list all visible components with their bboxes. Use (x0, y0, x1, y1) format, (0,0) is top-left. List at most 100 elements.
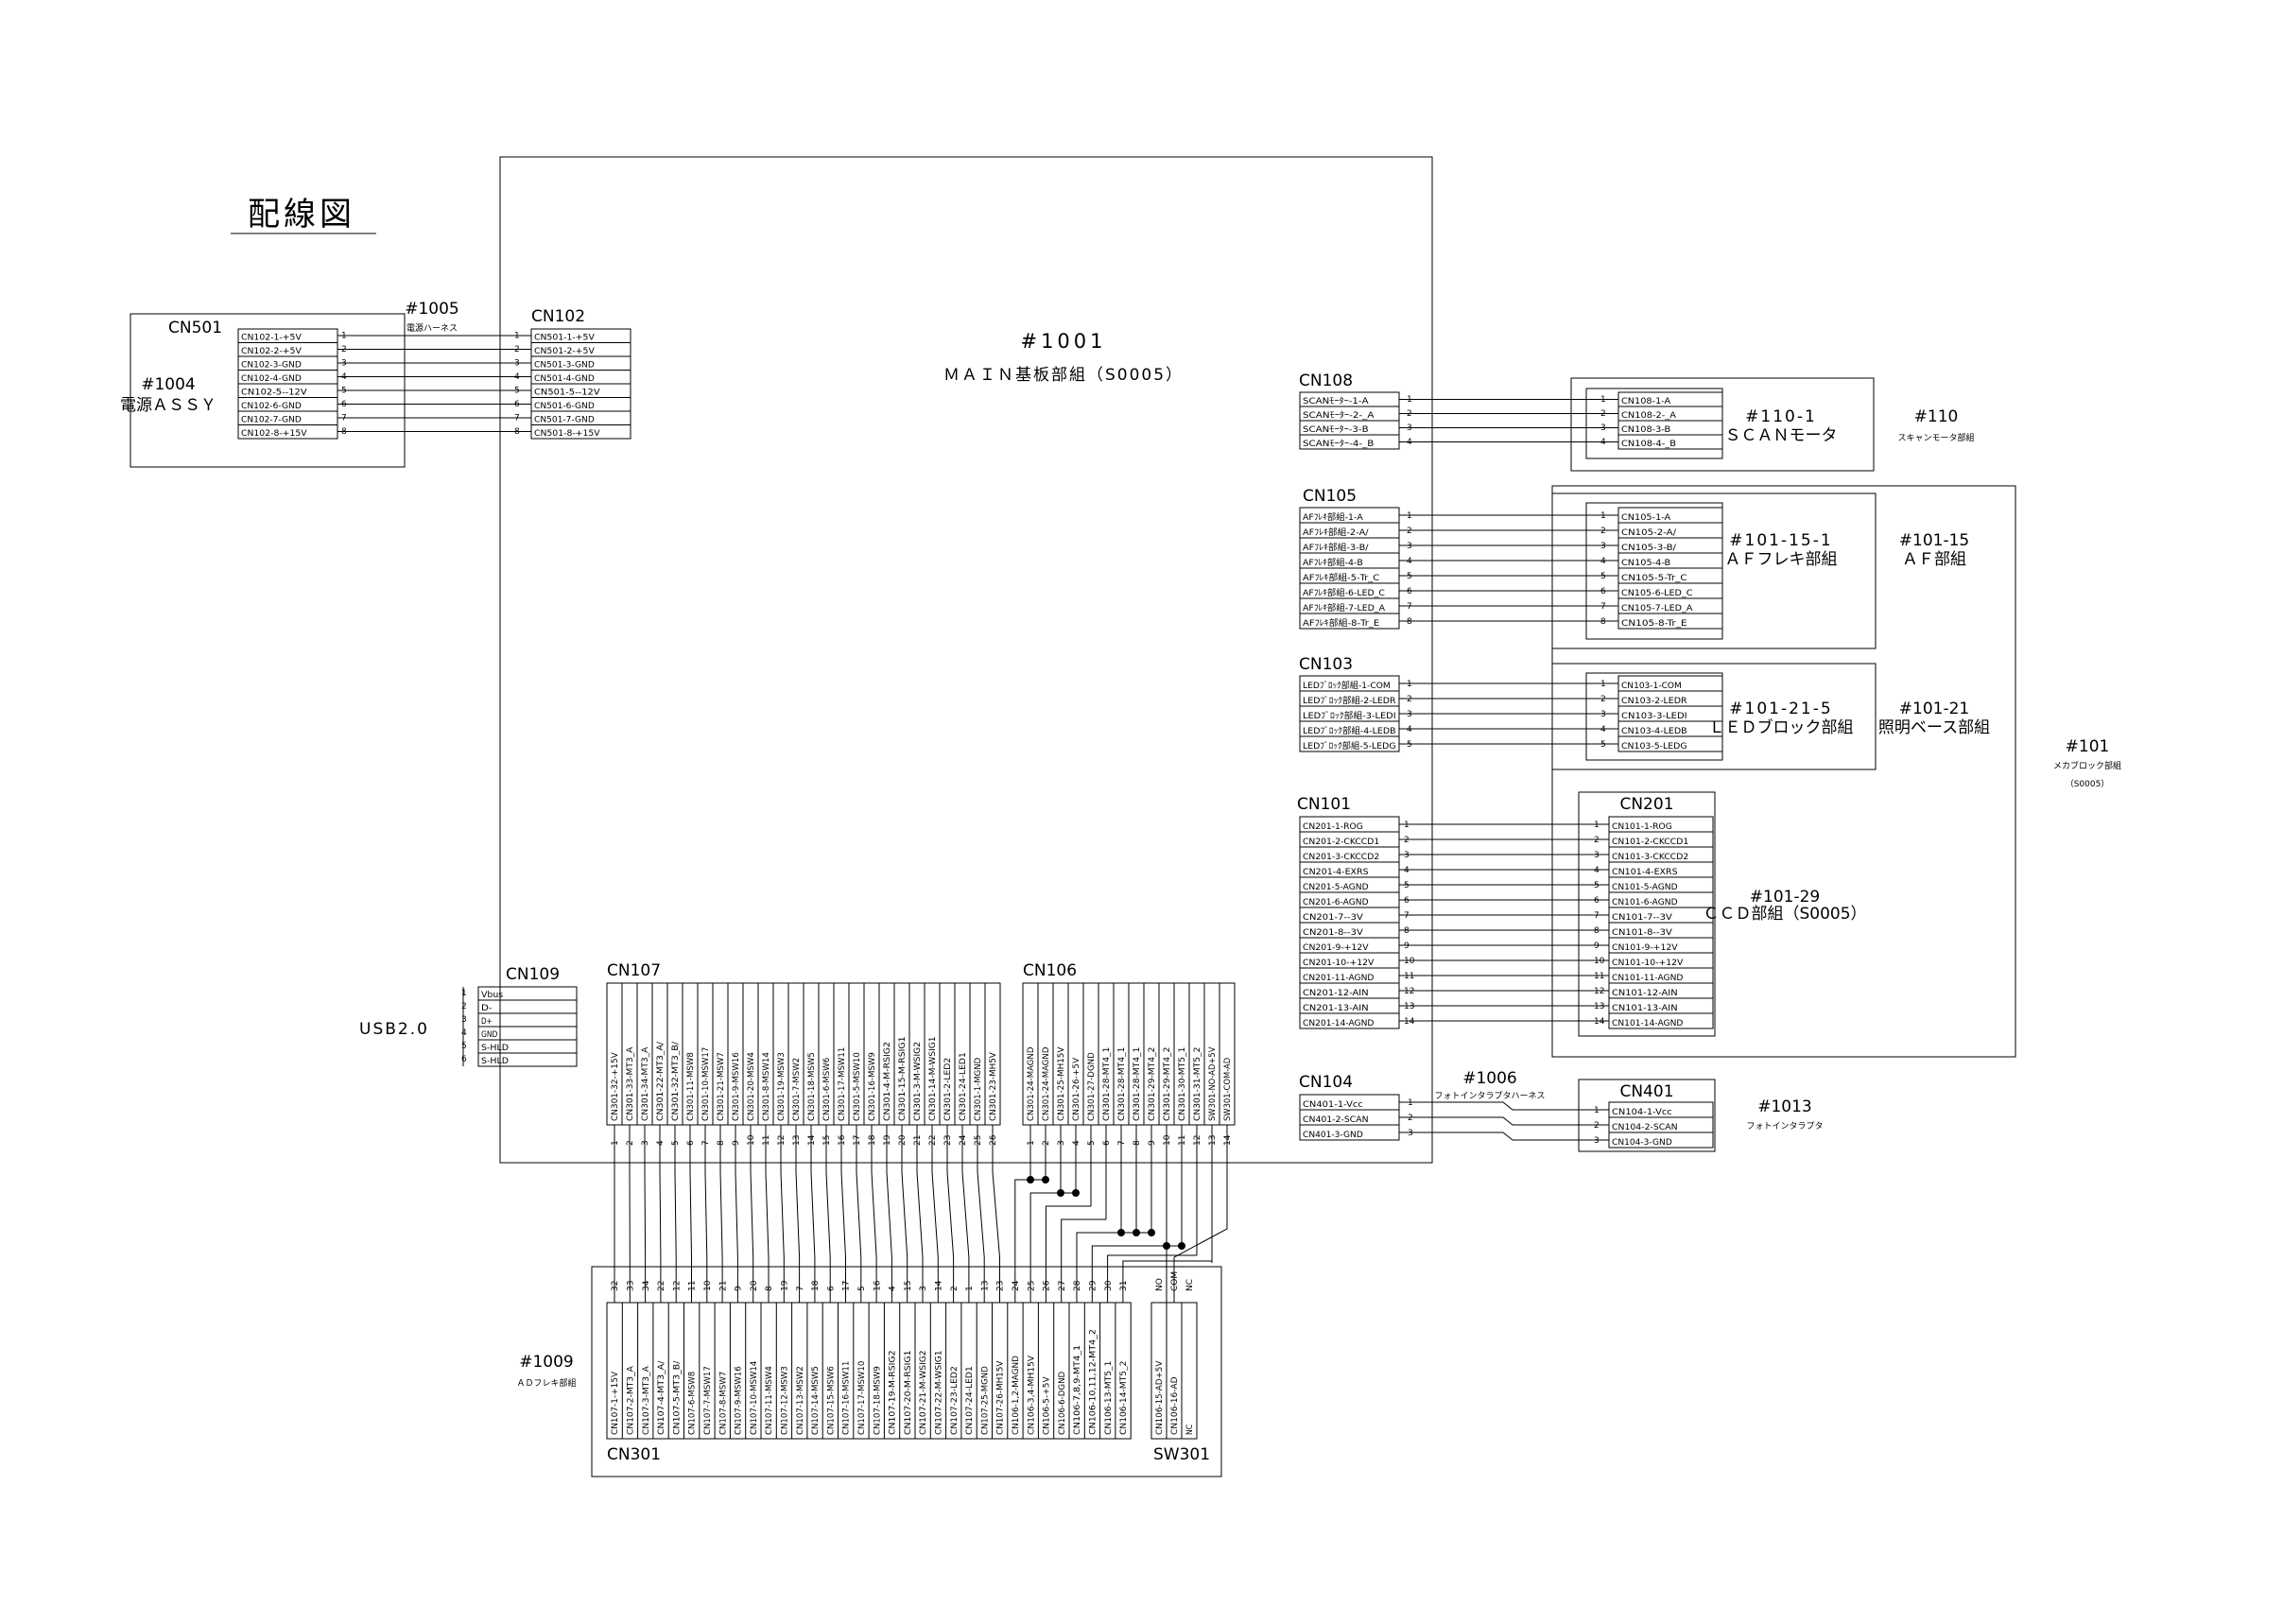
cn201-pin-number: 10 (1594, 957, 1605, 966)
cn106-pin-number: 11 (1178, 1135, 1187, 1146)
cn109-pin-4: GND (481, 1030, 497, 1040)
cn401-title: CN401 (1619, 1082, 1673, 1101)
cn106-cn301-wire (1029, 1192, 1061, 1303)
cn201-pin-2: CN101-2-CKCCD1 (1612, 838, 1688, 847)
cn107-cn301-wire (674, 1125, 677, 1303)
cn108-pin-number: 4 (1407, 438, 1412, 447)
cn301-pin-30: CN106-6-DGND (1058, 1372, 1067, 1435)
mecha-block-name: メカブロック部組 (2053, 760, 2121, 771)
cn108-pin-number: 1 (1407, 395, 1412, 405)
usb-label: USB2.0 (359, 1020, 429, 1039)
cn201-pin-13: CN101-13-AIN (1612, 1004, 1678, 1013)
cn301-pin-5: CN107-5-MT3_B/ (672, 1360, 682, 1435)
boxes (130, 156, 2016, 1477)
ccd-id: #101-29 (1750, 888, 1820, 907)
af-flex-conn-pin-4: CN105-4-B (1621, 559, 1670, 568)
cn201-pin-number: 1 (1594, 821, 1600, 830)
cn102-pin-number: 5 (514, 387, 520, 396)
cn106-pin-7: CN301-28-MT4_1 (1117, 1047, 1127, 1121)
cn107-pin-number: 20 (898, 1134, 908, 1146)
cn501-pin-number: 3 (341, 359, 347, 369)
cn101-pin-2: CN201-2-CKCCD1 (1303, 838, 1379, 847)
af-flex-conn-pin-3: CN105-3-B/ (1621, 544, 1677, 553)
cn301-pin-19: CN107-19-M-RSIG2 (889, 1350, 898, 1435)
scan-motor-conn-pin-2: CN108-2-_A (1621, 411, 1677, 421)
cn301-pin-28: CN106-3,4-MH15V (1027, 1355, 1036, 1435)
scan-motor-conn-pin-4: CN108-4-_B (1621, 440, 1676, 449)
af-flex-conn-pin-number: 4 (1600, 557, 1606, 566)
ad-flex-box (591, 1266, 1222, 1477)
cn301-pin-3: CN107-3-MT3_A (642, 1365, 651, 1435)
cn401-pin-number: 2 (1594, 1121, 1600, 1131)
cn106-pin-5: CN301-27-DGND (1087, 1052, 1097, 1121)
cn107-cn301-wire (719, 1125, 723, 1303)
cn201-pin-number: 9 (1594, 942, 1600, 951)
cn301-pin-number: 6 (826, 1286, 836, 1291)
cn105-pin-number: 4 (1407, 557, 1412, 566)
cn201-pin-10: CN101-10-+12V (1612, 959, 1684, 968)
cn106-pin-number: 5 (1087, 1140, 1097, 1146)
cn501-pin-7: CN102-7-GND (241, 416, 302, 425)
cn401-box (1578, 1079, 1716, 1152)
cn101-pin-5: CN201-5-AGND (1303, 883, 1369, 892)
cn501-pin-number: 4 (341, 372, 347, 382)
cn501-pin-number: 8 (341, 427, 347, 437)
cn105-pin-number: 6 (1407, 587, 1412, 596)
af-flex-conn-pin-1: CN105-1-A (1621, 513, 1671, 523)
cn301-pin-24: CN107-24-LED1 (965, 1366, 975, 1435)
cn101-pin-7: CN201-7--3V (1303, 913, 1364, 923)
cn101-pin-number: 4 (1404, 866, 1410, 875)
cn102-pin-2: CN501-2-+5V (534, 347, 596, 356)
cn107-pin-5: CN301-32-MT3_B/ (671, 1041, 681, 1121)
cn105-pin-5: AFﾌﾚｷ部組-5-Tr_C (1303, 572, 1379, 583)
cn301-pin-number: 13 (980, 1281, 990, 1291)
led-block-conn-box (1617, 675, 1723, 752)
cn301-pin-7: CN107-7-MSW17 (703, 1366, 713, 1435)
led-block-conn-pin-2: CN103-2-LEDR (1621, 697, 1687, 706)
cn105-pin-number: 2 (1407, 527, 1412, 536)
cn107-cn301-wire (916, 1125, 924, 1303)
cn106-pin-8: CN301-28-MT4_1 (1133, 1047, 1142, 1121)
sw301-pin-number: NC (1185, 1279, 1195, 1291)
cn102-pin-6: CN501-6-GND (534, 402, 595, 411)
cn103-pin-number: 3 (1407, 710, 1412, 719)
af-flex-conn-pin-8: CN105-8-Tr_E (1621, 619, 1687, 629)
cn102-pin-1: CN501-1-+5V (534, 334, 596, 343)
cn101-pin-14: CN201-14-AGND (1303, 1019, 1374, 1028)
cn106-cn301-wire (1061, 1218, 1106, 1303)
sw301-pin-number: COM (1170, 1271, 1180, 1291)
cn401-pin-number: 1 (1594, 1106, 1600, 1115)
cn301-pin-10: CN107-10-MSW14 (750, 1360, 759, 1435)
cn301-pin-27: CN106-1,2-MAGND (1012, 1356, 1021, 1435)
cn108-title: CN108 (1299, 371, 1353, 390)
cn107-cn301-wire (765, 1125, 770, 1303)
cn107-pin-number: 7 (701, 1140, 711, 1146)
af-flex-conn-pin-number: 6 (1600, 587, 1606, 596)
cn107-pin-6: CN301-11-MSW8 (686, 1052, 696, 1121)
cn101-pin-number: 9 (1404, 942, 1410, 951)
cn301-pin-number: 21 (718, 1281, 728, 1291)
cn401-pin-2: CN104-2-SCAN (1612, 1123, 1678, 1132)
cn107-pin-22: CN301-14-M-WSIG1 (928, 1036, 938, 1121)
cn107-cn301-wire (840, 1125, 846, 1303)
cn106-title: CN106 (1023, 961, 1077, 980)
cn107-cn301-wire (689, 1125, 692, 1303)
cn102-pin-number: 6 (514, 400, 520, 409)
cn106-pin-number: 2 (1042, 1140, 1051, 1146)
cn108-pin-2: SCANﾓｰﾀｰ-2-_A (1303, 410, 1375, 421)
mecha-block-box (1551, 485, 2016, 1058)
cn102-pin-7: CN501-7-GND (534, 416, 595, 425)
led-block-conn-pin-5: CN103-5-LEDG (1621, 742, 1687, 752)
cn107-pin-7: CN301-10-MSW17 (701, 1047, 711, 1121)
cn301-pin-11: CN107-11-MSW4 (765, 1366, 774, 1435)
cn107-cn301-wire (825, 1125, 831, 1303)
power-harness-id: #1005 (405, 300, 459, 319)
main-board-name: ＭＡＩＮ基板部組（S0005） (943, 366, 1184, 385)
cn301-pin-number: 27 (1058, 1281, 1067, 1291)
junction-dot (1072, 1189, 1080, 1197)
cn501-pin-number: 1 (341, 332, 347, 341)
cn301-pin-number: 15 (904, 1281, 913, 1291)
cn101-pin-number: 12 (1404, 987, 1414, 996)
cn108-pin-4: SCANﾓｰﾀｰ-4-_B (1303, 439, 1374, 449)
cn107-pin-4: CN301-22-MT3_A/ (656, 1041, 666, 1121)
